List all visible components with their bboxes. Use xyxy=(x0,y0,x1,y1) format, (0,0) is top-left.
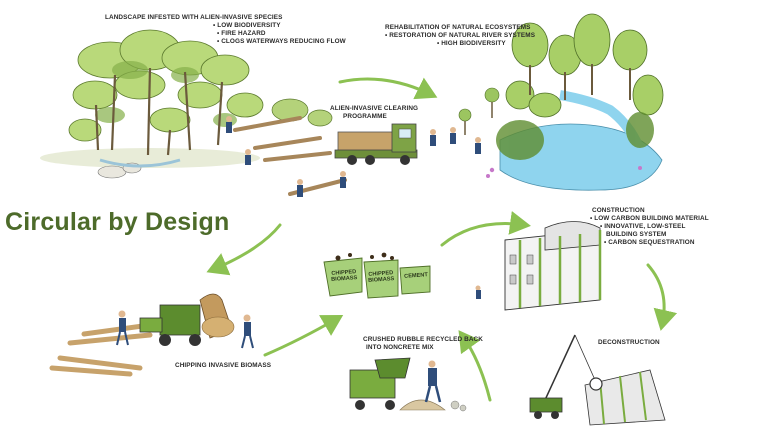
chipping-label: CHIPPING INVASIVE BIOMASS xyxy=(175,362,272,369)
construction-building-illustration xyxy=(475,221,602,311)
chipping-illustration xyxy=(49,293,254,377)
construction-label: CONSTRUCTION • LOW CARBON BUILDING MATER… xyxy=(590,207,709,246)
biomass-bags-illustration xyxy=(323,252,431,299)
deconstruction-illustration xyxy=(529,334,666,426)
landscape-label: LANDSCAPE INFESTED WITH ALIEN-INVASIVE S… xyxy=(105,14,346,45)
deconstruction-label: DECONSTRUCTION xyxy=(598,339,660,346)
clearing-illustration xyxy=(226,98,436,197)
cycle-arrows xyxy=(206,77,678,402)
rubble-crusher-illustration xyxy=(349,357,467,412)
page-title: Circular by Design xyxy=(5,208,230,236)
infested-forest-illustration xyxy=(40,29,264,179)
clearing-label: ALIEN-INVASIVE CLEARING PROGRAMME xyxy=(330,105,419,120)
crushed-rubble-label: CRUSHED RUBBLE RECYCLED BACK INTO NONCRE… xyxy=(363,336,483,351)
restored-ecosystem-illustration xyxy=(450,13,664,191)
rehabilitation-label: REHABILITATION OF NATURAL ECOSYSTEMS • R… xyxy=(385,24,536,47)
